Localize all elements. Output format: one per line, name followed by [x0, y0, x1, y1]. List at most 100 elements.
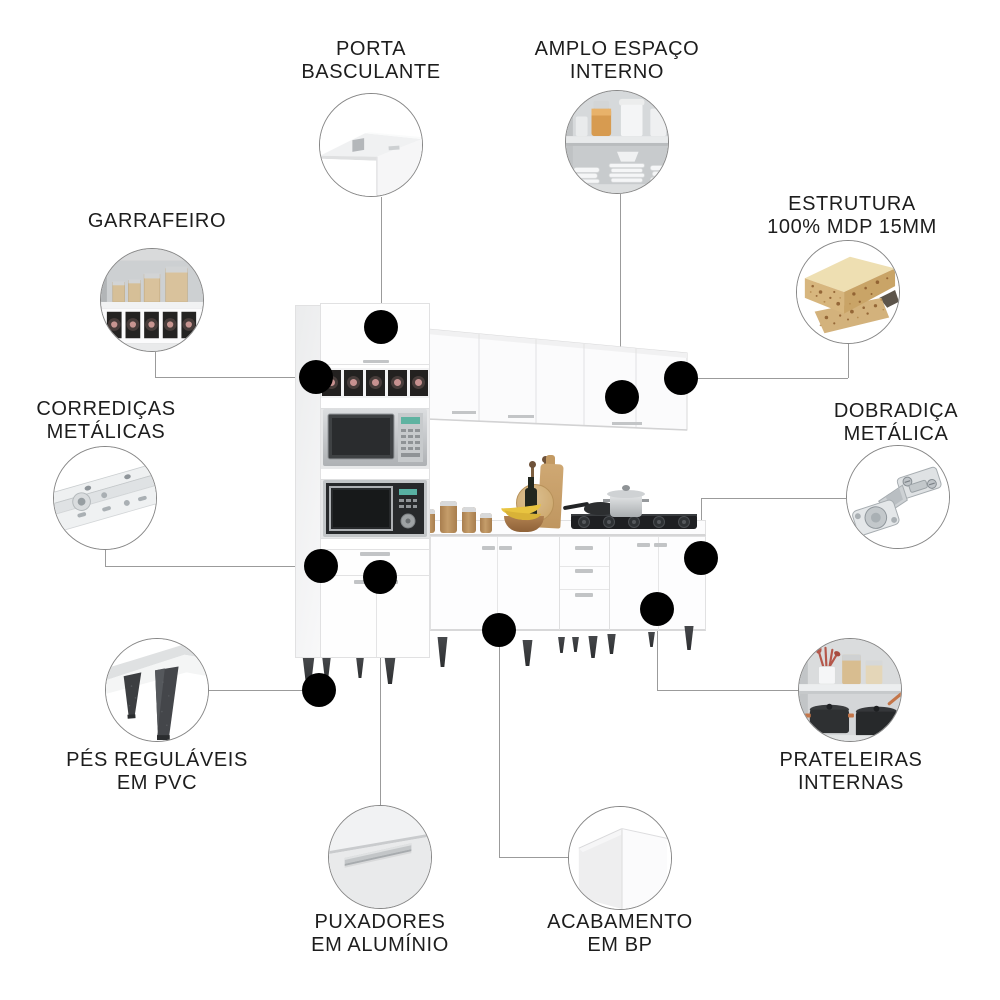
flip-door-image: [320, 94, 422, 196]
bp-finish-image: [569, 807, 671, 909]
label-line: PUXADORES: [314, 911, 446, 933]
label-line: 100% MDP 15MM: [767, 216, 937, 238]
decor-canister: [462, 507, 476, 533]
label-line: PÉS REGULÁVEIS: [66, 749, 248, 771]
anchor-dot-corredicas: [304, 549, 338, 583]
cabinet-foot: [558, 637, 565, 653]
label-line: EM BP: [587, 934, 653, 956]
label-amplo-espaco: AMPLO ESPAÇO INTERNO: [535, 38, 700, 84]
leader-line: [701, 498, 846, 499]
wine-rack: [321, 368, 429, 398]
callout-circle-garrafeiro: [100, 248, 204, 352]
label-line: PORTA: [335, 38, 407, 60]
cabinet-foot: [384, 658, 396, 684]
label-puxadores: PUXADORES EM ALUMÍNIO: [311, 911, 449, 957]
leader-line: [209, 690, 319, 691]
label-line: DOBRADIÇA: [833, 400, 959, 422]
leader-line: [105, 550, 106, 566]
label-prateleiras: PRATELEIRAS INTERNAS: [780, 749, 923, 795]
wine-cubby: [388, 370, 407, 396]
leader-line: [380, 577, 381, 805]
microwave: [323, 409, 427, 466]
label-estrutura: ESTRUTURA 100% MDP 15MM: [767, 193, 937, 239]
label-line: EM PVC: [116, 772, 198, 794]
cabinet-foot: [572, 637, 579, 652]
leader-line: [848, 344, 849, 378]
callout-circle-prateleiras: [798, 638, 902, 742]
decor-pot-knob: [622, 485, 630, 491]
wine-cubby: [410, 370, 428, 396]
drawer-gap: [560, 566, 609, 567]
leader-line: [105, 566, 321, 567]
anchor-dot-prateleiras: [640, 592, 674, 626]
anchor-dot-acabamento: [482, 613, 516, 647]
label-pes-regulaveis: PÉS REGULÁVEIS EM PVC: [66, 749, 248, 795]
callout-circle-estrutura: [796, 240, 900, 344]
drawer-slide-image: [54, 447, 156, 549]
label-line: INTERNAS: [798, 772, 904, 794]
decor-cutting-board-handle: [546, 455, 555, 469]
decor-pot-lid: [607, 490, 645, 498]
drawer-handle: [575, 569, 593, 573]
wall-cabinets: [426, 328, 688, 431]
door-handle: [637, 543, 650, 547]
label-line: GARRAFEIRO: [87, 210, 227, 232]
label-line: METÁLICA: [843, 423, 949, 445]
door-gap: [658, 537, 659, 630]
cabinet-foot: [607, 634, 616, 654]
label-corredicas: CORREDIÇAS METÁLICAS: [36, 398, 175, 444]
label-line: BASCULANTE: [301, 61, 441, 83]
internal-shelves-image: [799, 639, 901, 741]
oven: [323, 480, 427, 537]
drawer-handle: [575, 593, 593, 597]
decor-bottle: [525, 488, 537, 522]
anchor-dot-pes: [302, 673, 336, 707]
decor-fruit-bowl: [504, 516, 544, 532]
anchor-dot-dobradica: [684, 541, 718, 575]
leader-line: [657, 609, 658, 690]
decor-pot-handle: [642, 499, 649, 502]
label-line: ESTRUTURA: [788, 193, 916, 215]
leader-line: [499, 857, 568, 858]
decor-bottle-neck: [528, 477, 534, 490]
door-handle: [363, 360, 389, 363]
label-line: AMPLO ESPAÇO: [534, 38, 700, 60]
anchor-dot-amplo-espaco: [605, 380, 639, 414]
wine-cubby: [366, 370, 385, 396]
callout-circle-puxadores: [328, 805, 432, 909]
callout-circle-acabamento: [568, 806, 672, 910]
label-line: INTERNO: [569, 61, 665, 83]
decor-canister: [440, 501, 457, 533]
door-gap: [376, 576, 377, 657]
door-handle: [499, 546, 512, 550]
metal-hinge-image: [847, 446, 949, 548]
cabinet-foot: [437, 637, 448, 667]
cabinet-foot: [588, 636, 598, 658]
aluminum-handle-image: [329, 806, 431, 908]
base-cabinets: [430, 536, 706, 631]
decor-frying-pan: [584, 502, 617, 515]
leader-line: [620, 194, 621, 397]
anchor-dot-porta-basculante: [364, 310, 398, 344]
leader-line: [155, 352, 156, 377]
inner-space-image: [566, 91, 668, 193]
label-line: ACABAMENTO: [547, 911, 693, 933]
mdp-board-image: [797, 241, 899, 343]
door-handle: [654, 543, 667, 547]
door-handle: [482, 546, 495, 550]
drawer-handle: [575, 546, 593, 550]
decor-grinder-knob: [542, 456, 549, 463]
adjustable-feet-image: [106, 639, 208, 741]
drawer-handle: [360, 552, 390, 556]
wine-cubby: [344, 370, 363, 396]
tall-cabinet-side-panel: [295, 305, 321, 658]
label-acabamento: ACABAMENTO EM BP: [547, 911, 693, 957]
label-dobradica: DOBRADIÇA METÁLICA: [834, 400, 958, 446]
cabinet-foot: [356, 658, 364, 678]
cabinet-foot: [322, 658, 331, 680]
leader-line: [381, 197, 382, 327]
label-line: METÁLICAS: [46, 421, 166, 443]
callout-circle-dobradica: [846, 445, 950, 549]
decor-grinder-knob: [529, 461, 536, 468]
cabinet-foot: [302, 658, 315, 688]
